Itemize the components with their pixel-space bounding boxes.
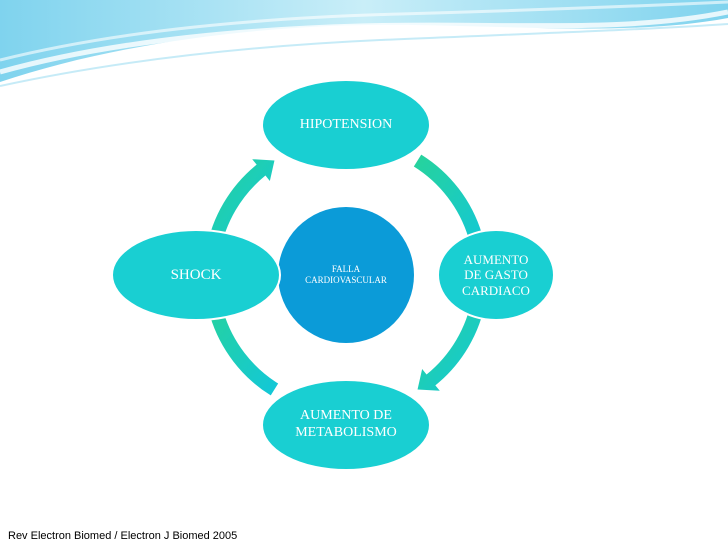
node-label-gasto: AUMENTO DE GASTO CARDIACO — [462, 251, 530, 298]
cycle-arrow — [413, 154, 489, 252]
node-gasto — [437, 229, 555, 321]
header-wave-decoration — [0, 0, 728, 87]
node-label-hipotension: HIPOTENSION — [299, 116, 393, 132]
center-label: FALLA CARDIOVASCULAR — [305, 264, 387, 285]
node-shock — [111, 229, 281, 321]
footer-credit: Rev Electron Biomed / Electron J Biomed … — [8, 530, 238, 542]
cycle-arrow — [417, 297, 486, 391]
center-circle — [278, 207, 414, 343]
node-metabolismo — [261, 379, 431, 471]
node-label-shock: SHOCK — [170, 267, 222, 283]
cycle-arrow — [206, 159, 275, 253]
node-label-metabolismo: AUMENTO DE METABOLISMO — [295, 408, 397, 440]
node-hipotension — [261, 79, 431, 171]
cycle-arrow — [203, 298, 279, 396]
